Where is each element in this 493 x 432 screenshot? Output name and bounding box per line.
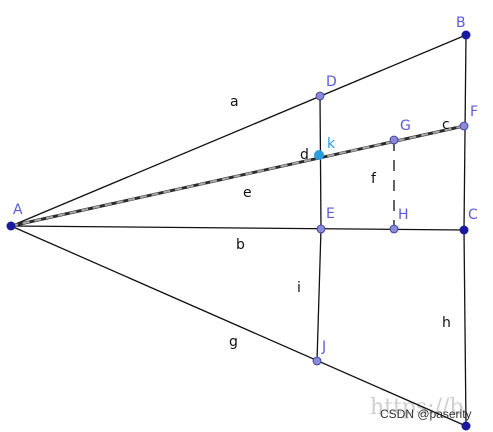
point-L[interactable] bbox=[461, 421, 471, 431]
label-point-F: F bbox=[470, 104, 478, 120]
watermark-text: https://b bbox=[370, 395, 464, 420]
point-F[interactable] bbox=[459, 121, 469, 131]
label-segment-f: f bbox=[371, 171, 377, 187]
point-J[interactable] bbox=[312, 356, 322, 366]
label-segment-i: i bbox=[297, 280, 301, 296]
segment-d bbox=[319, 95, 322, 230]
segment-e-dash bbox=[10, 125, 465, 227]
label-segment-b: b bbox=[236, 237, 245, 253]
segment-i bbox=[316, 228, 322, 362]
point-H[interactable] bbox=[389, 224, 399, 234]
label-segment-h: h bbox=[442, 315, 451, 331]
segments bbox=[10, 34, 467, 427]
segment-c bbox=[463, 34, 467, 231]
watermark-credit: CSDN @paserity bbox=[380, 407, 472, 421]
label-segment-a: a bbox=[230, 94, 239, 110]
points bbox=[6, 30, 471, 431]
label-point-K: k bbox=[327, 136, 336, 152]
label-point-J: J bbox=[321, 339, 326, 355]
label-point-G: G bbox=[400, 118, 411, 134]
label-point-E: E bbox=[326, 206, 335, 222]
label-segment-d: d bbox=[300, 147, 309, 163]
point-C[interactable] bbox=[459, 225, 469, 235]
segment-a bbox=[10, 34, 467, 227]
label-point-A: A bbox=[13, 202, 23, 218]
point-B[interactable] bbox=[461, 30, 471, 40]
segment-h bbox=[463, 229, 467, 427]
point-G[interactable] bbox=[389, 135, 399, 145]
point-K[interactable] bbox=[314, 150, 324, 160]
label-point-C: C bbox=[468, 207, 478, 223]
label-point-D: D bbox=[326, 74, 337, 90]
label-point-H: H bbox=[398, 207, 409, 223]
point-E[interactable] bbox=[316, 224, 326, 234]
segment-g bbox=[10, 225, 467, 427]
label-segment-g: g bbox=[229, 334, 238, 350]
label-point-B: B bbox=[456, 15, 466, 31]
point-D[interactable] bbox=[315, 91, 325, 101]
segment-b bbox=[10, 225, 465, 231]
point-A[interactable] bbox=[6, 221, 16, 231]
label-segment-e: e bbox=[243, 185, 252, 201]
label-segment-c: c bbox=[442, 117, 450, 133]
